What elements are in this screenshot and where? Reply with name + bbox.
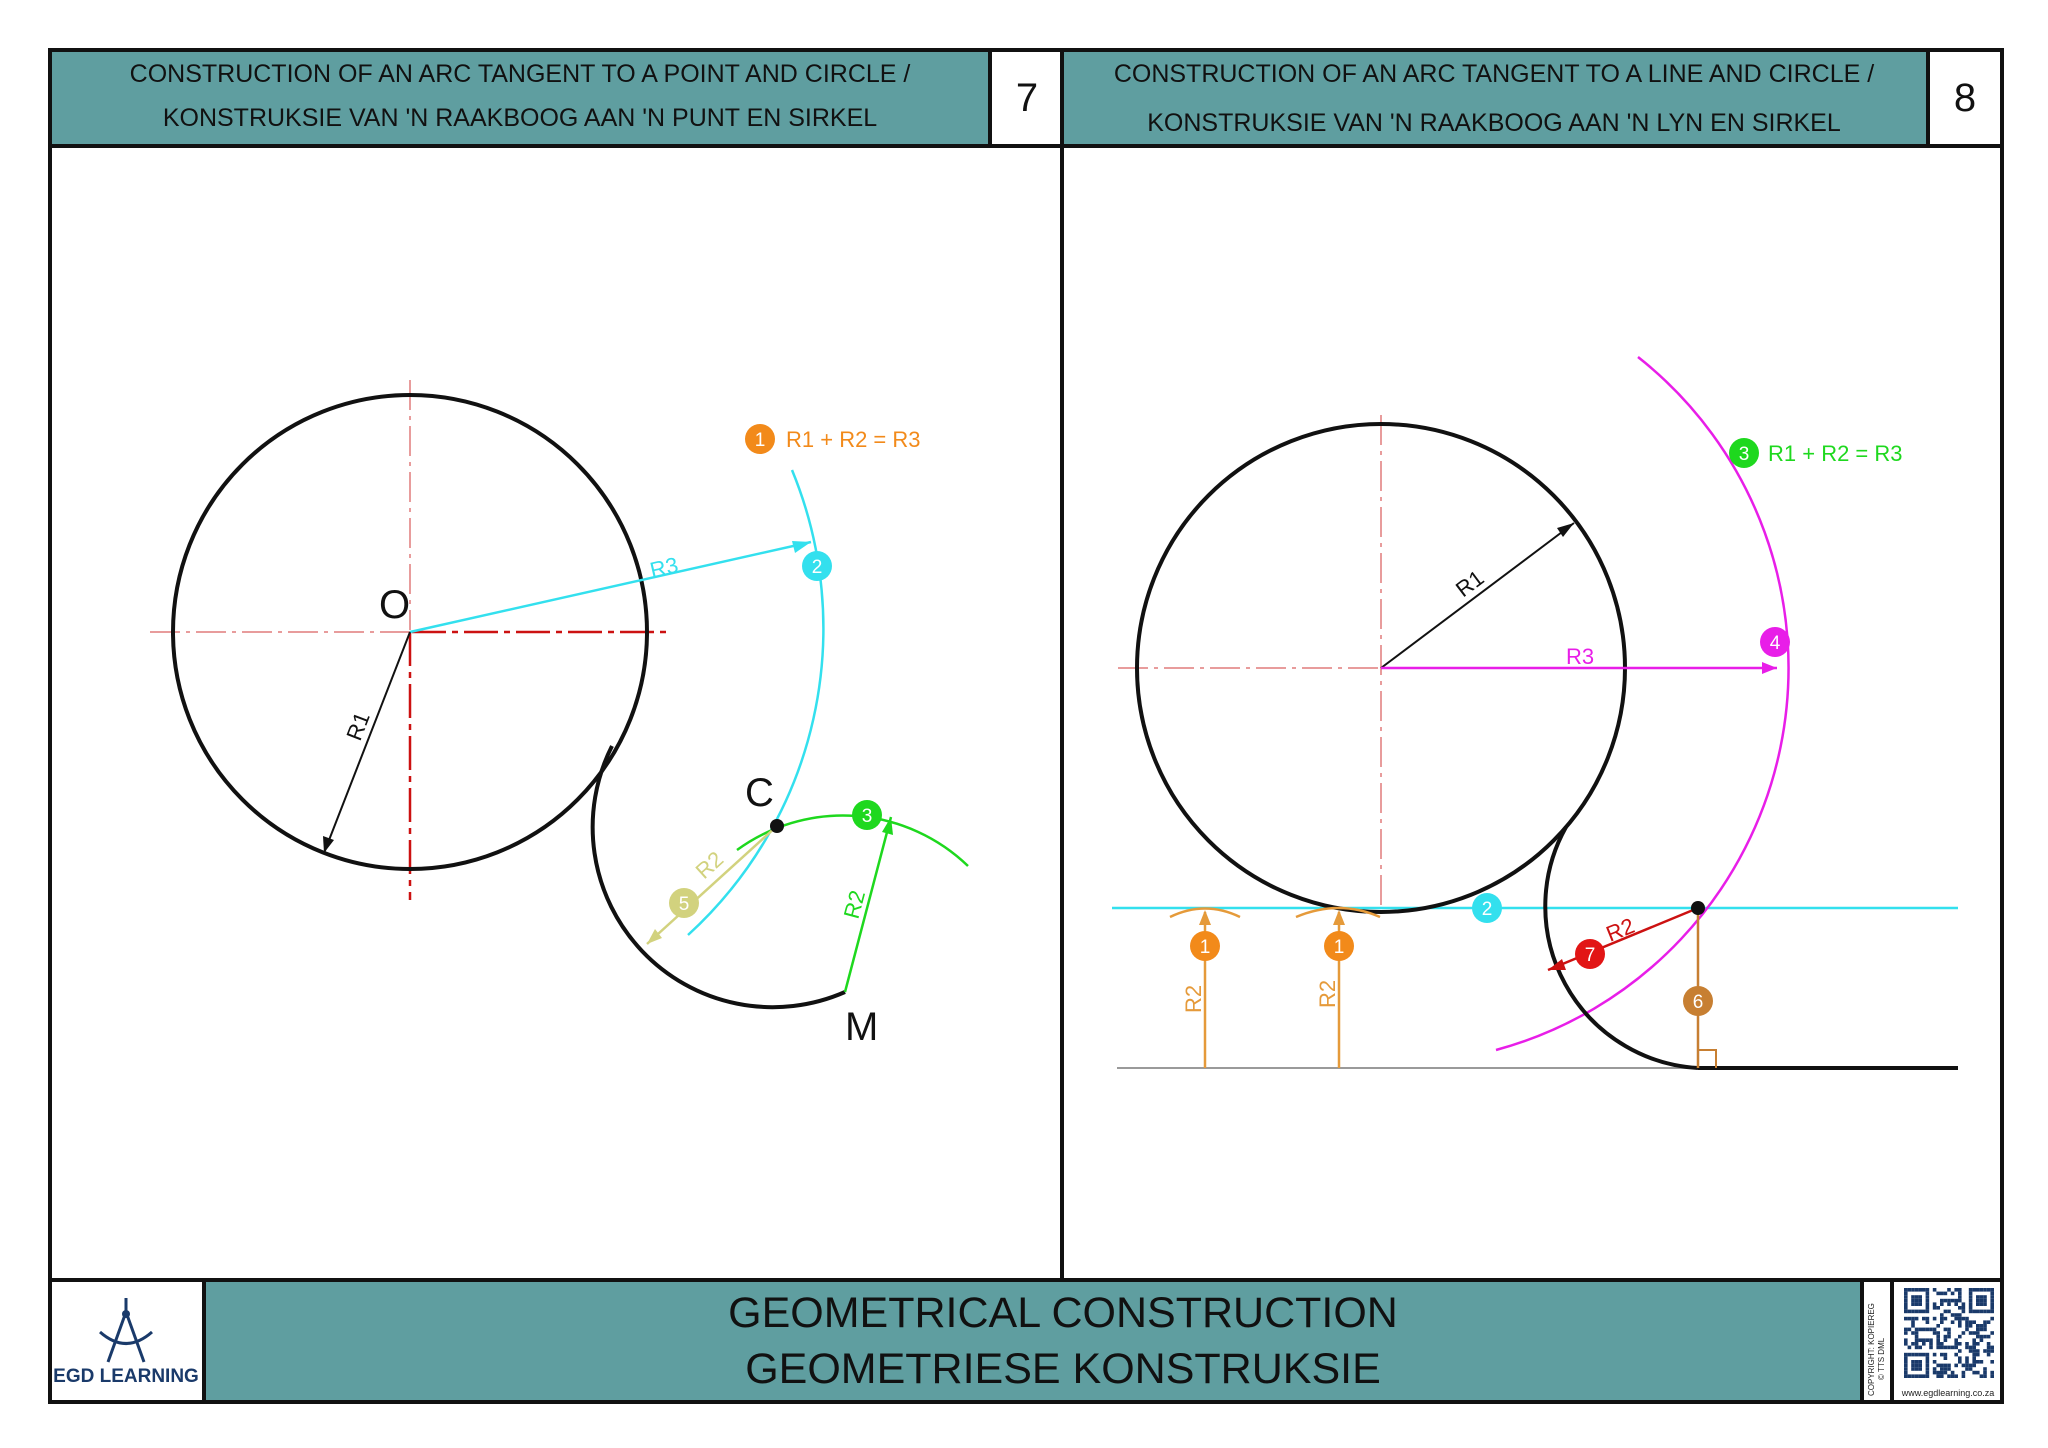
svg-text:2: 2 — [1482, 899, 1493, 920]
panel8-title-line1: CONSTRUCTION OF AN ARC TANGENT TO A LINE… — [1114, 60, 1874, 88]
p7-label-o: O — [379, 583, 410, 627]
panel8-title-line2: KONSTRUKSIE VAN 'N RAAKBOOG AAN 'N LYN E… — [1147, 109, 1841, 137]
p7-r2-line-olive — [646, 825, 778, 945]
p7-label-m: M — [845, 1005, 878, 1049]
p8-construction-arc-right — [1295, 906, 1381, 919]
p8-step-7-marker: 7 — [1575, 939, 1605, 969]
p7-tangent-arc — [590, 745, 846, 1010]
p7-step-2-marker: 2 — [802, 551, 832, 581]
p8-step-6-marker: 6 — [1683, 986, 1713, 1016]
p8-right-angle-mark — [1698, 1049, 1717, 1068]
p8-step-3-text: R1 + R2 = R3 — [1768, 441, 1903, 466]
p8-label-r2-left: R2 — [1181, 985, 1206, 1013]
website-text[interactable]: www.egdlearning.co.za — [1901, 1388, 1995, 1398]
svg-text:1: 1 — [1334, 937, 1345, 958]
footer-title-band — [206, 1282, 1860, 1402]
p7-step-1-number: 1 — [755, 430, 766, 451]
copyright-line1: COPYRIGHT: KOPIEREG — [1867, 1303, 1876, 1396]
p7-arc-r3 — [687, 469, 825, 936]
logo-text: EGD LEARNING — [53, 1366, 199, 1387]
panel8-number: 8 — [1954, 76, 1976, 120]
panel8-drawing: R1 R3 R2 R2 R2 R1 + R2 = R3 1 1 2 3 4 6 — [1112, 356, 1958, 1070]
p8-arc-center — [1691, 901, 1705, 915]
panel7-header — [50, 50, 990, 146]
svg-text:7: 7 — [1585, 945, 1596, 966]
p7-step-2-number: 2 — [812, 557, 823, 578]
copyright-line2: © TTS DML — [1877, 1337, 1886, 1380]
p8-r2-line-red — [1547, 906, 1699, 972]
p8-label-r1: R1 — [1451, 565, 1489, 602]
p7-step-1-text: R1 + R2 = R3 — [786, 427, 921, 452]
qr-code[interactable] — [1904, 1288, 1994, 1378]
p7-r1-line — [323, 631, 411, 854]
p8-step-1-marker-right: 1 — [1324, 931, 1354, 961]
p7-r3-line — [409, 540, 812, 634]
p7-point-c — [770, 819, 784, 833]
p8-step-4-marker: 4 — [1760, 627, 1790, 657]
p7-label-r2-olive: R2 — [691, 846, 729, 883]
p7-step-5-marker: 5 — [669, 888, 699, 918]
p7-circle-r1 — [171, 393, 649, 871]
panel7-number-box — [990, 50, 1060, 146]
panel8-number-box — [1928, 50, 2002, 146]
panel7-title-line1: CONSTRUCTION OF AN ARC TANGENT TO A POIN… — [130, 60, 911, 88]
p8-step-3-marker: 3 — [1729, 438, 1759, 468]
p8-construction-arc-left — [1169, 907, 1241, 919]
panel7-number: 7 — [1016, 76, 1038, 120]
svg-text:6: 6 — [1693, 992, 1704, 1013]
footer-title-line2: GEOMETRIESE KONSTRUKSIE — [745, 1345, 1381, 1393]
p8-arc-r3 — [1495, 356, 1790, 1052]
p8-step-2-marker: 2 — [1472, 893, 1502, 923]
p7-label-r1: R1 — [341, 709, 374, 744]
p7-step-1-marker: 1 — [745, 424, 775, 454]
panel7-title-line2: KONSTRUKSIE VAN 'N RAAKBOOG AAN 'N PUNT … — [163, 104, 877, 132]
p8-r1-line — [1380, 522, 1575, 669]
sheet-frame — [48, 48, 2004, 1404]
p8-label-r3: R3 — [1566, 644, 1594, 669]
egd-compass-logo — [99, 1298, 153, 1363]
svg-text:1: 1 — [1200, 937, 1211, 958]
p8-tangent-arc — [1543, 826, 1699, 1070]
footer-title-line1: GEOMETRICAL CONSTRUCTION — [728, 1289, 1398, 1337]
p7-step-3-number: 3 — [862, 806, 873, 827]
panel7-drawing: O C M R1 R3 R2 R2 1 R1 + R2 = R3 2 3 5 — [150, 380, 969, 1049]
p7-step-3-marker: 3 — [852, 800, 882, 830]
p8-step-1-marker-left: 1 — [1190, 931, 1220, 961]
p7-label-r3: R3 — [648, 552, 681, 583]
panel8-header — [1064, 50, 1928, 146]
svg-text:3: 3 — [1739, 444, 1750, 465]
p8-label-r2-red: R2 — [1603, 913, 1638, 947]
p7-step-5-number: 5 — [679, 894, 690, 915]
p8-label-r2-right: R2 — [1315, 980, 1340, 1008]
svg-text:4: 4 — [1770, 633, 1781, 654]
p7-label-c: C — [745, 771, 774, 815]
p7-r2-line-green — [843, 816, 893, 993]
